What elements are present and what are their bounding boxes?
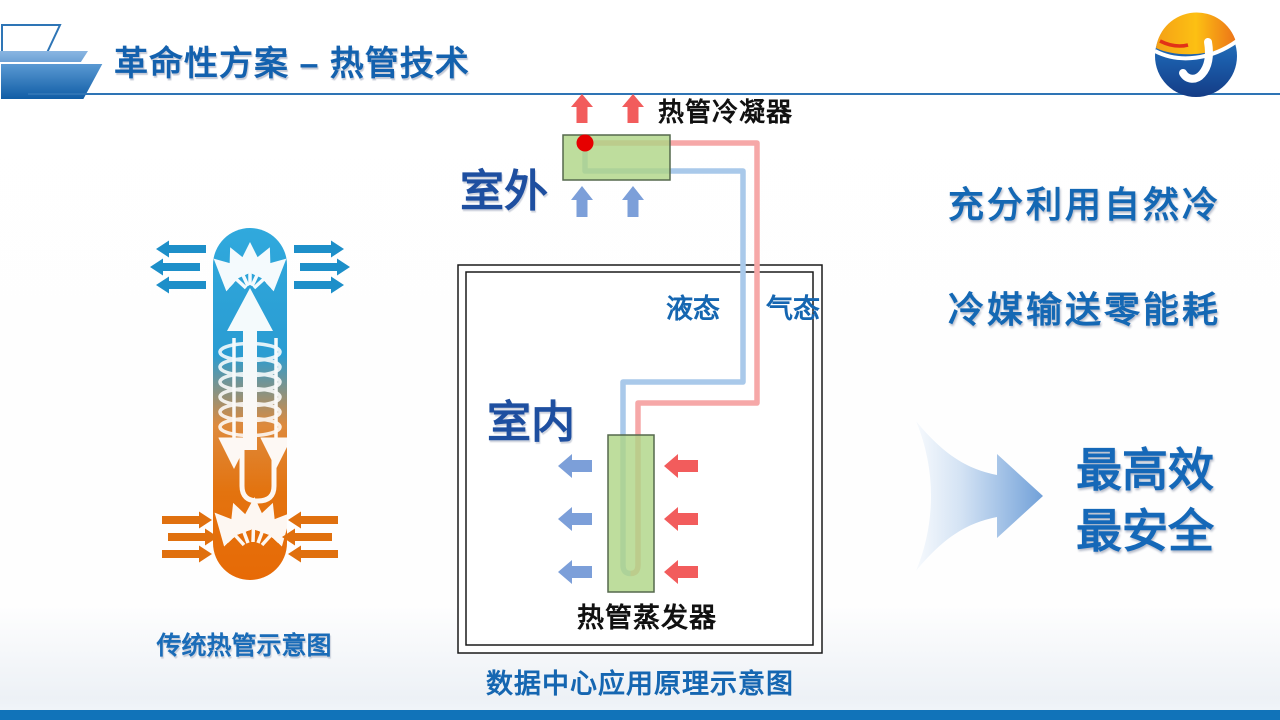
logo-swoosh: [1154, 39, 1239, 61]
logo-orange-cap: [1156, 12, 1236, 55]
bottom-fan-arrows: [214, 497, 292, 547]
header-decoration: [0, 24, 106, 101]
cool-air-out-arrows: [558, 454, 592, 584]
header-divider: [28, 93, 1280, 95]
evaporator-label: 热管蒸发器: [577, 603, 717, 633]
conclusion-line1: 最高效: [1076, 444, 1214, 496]
conclusion-arrow-icon: [916, 421, 1043, 571]
conclusion-text: 最高效 最安全: [1076, 440, 1214, 562]
logo-red-accent: [1159, 39, 1189, 48]
condenser-inlet-dot: [576, 134, 594, 152]
machine-room-box-inner: [465, 271, 814, 646]
cool-air-up-arrows: [571, 186, 644, 217]
logo-letter-j: [1179, 38, 1213, 83]
liquid-state-label: 液态: [666, 294, 720, 324]
swoosh-arrow-shape: [916, 421, 1043, 571]
decor-parallelogram-dark: [0, 62, 106, 101]
top-fan-arrows: [213, 242, 287, 292]
heat-pipe-internal-flow: [213, 242, 292, 547]
gas-state-label: 气态: [766, 294, 820, 324]
traditional-diagram-caption: 传统热管示意图: [156, 632, 332, 660]
indoor-label: 室内: [487, 398, 575, 447]
footer-bar: [0, 710, 1280, 720]
condensate-down-arrows: [218, 338, 292, 469]
conclusion-line2: 最安全: [1076, 505, 1214, 557]
datacenter-application-diagram: [457, 94, 823, 654]
condenser-label: 热管冷凝器: [658, 97, 794, 127]
hot-air-in-arrows: [664, 454, 698, 584]
vapor-up-arrow: [227, 288, 273, 450]
benefit-natural-cooling: 充分利用自然冷: [948, 184, 1222, 225]
page-title: 革命性方案 – 热管技术: [114, 45, 470, 83]
heat-out-arrows: [150, 240, 350, 294]
datacenter-diagram-caption: 数据中心应用原理示意图: [486, 669, 794, 699]
heat-in-arrows: [162, 511, 338, 563]
company-logo: [1154, 12, 1239, 97]
hot-air-up-arrows: [571, 94, 644, 123]
wick-coil: [218, 341, 282, 438]
traditional-heat-pipe-diagram: [150, 228, 350, 580]
benefit-zero-energy: 冷媒输送零能耗: [948, 289, 1222, 330]
evaporator-unit: [607, 434, 655, 593]
outdoor-label: 室外: [460, 167, 548, 216]
